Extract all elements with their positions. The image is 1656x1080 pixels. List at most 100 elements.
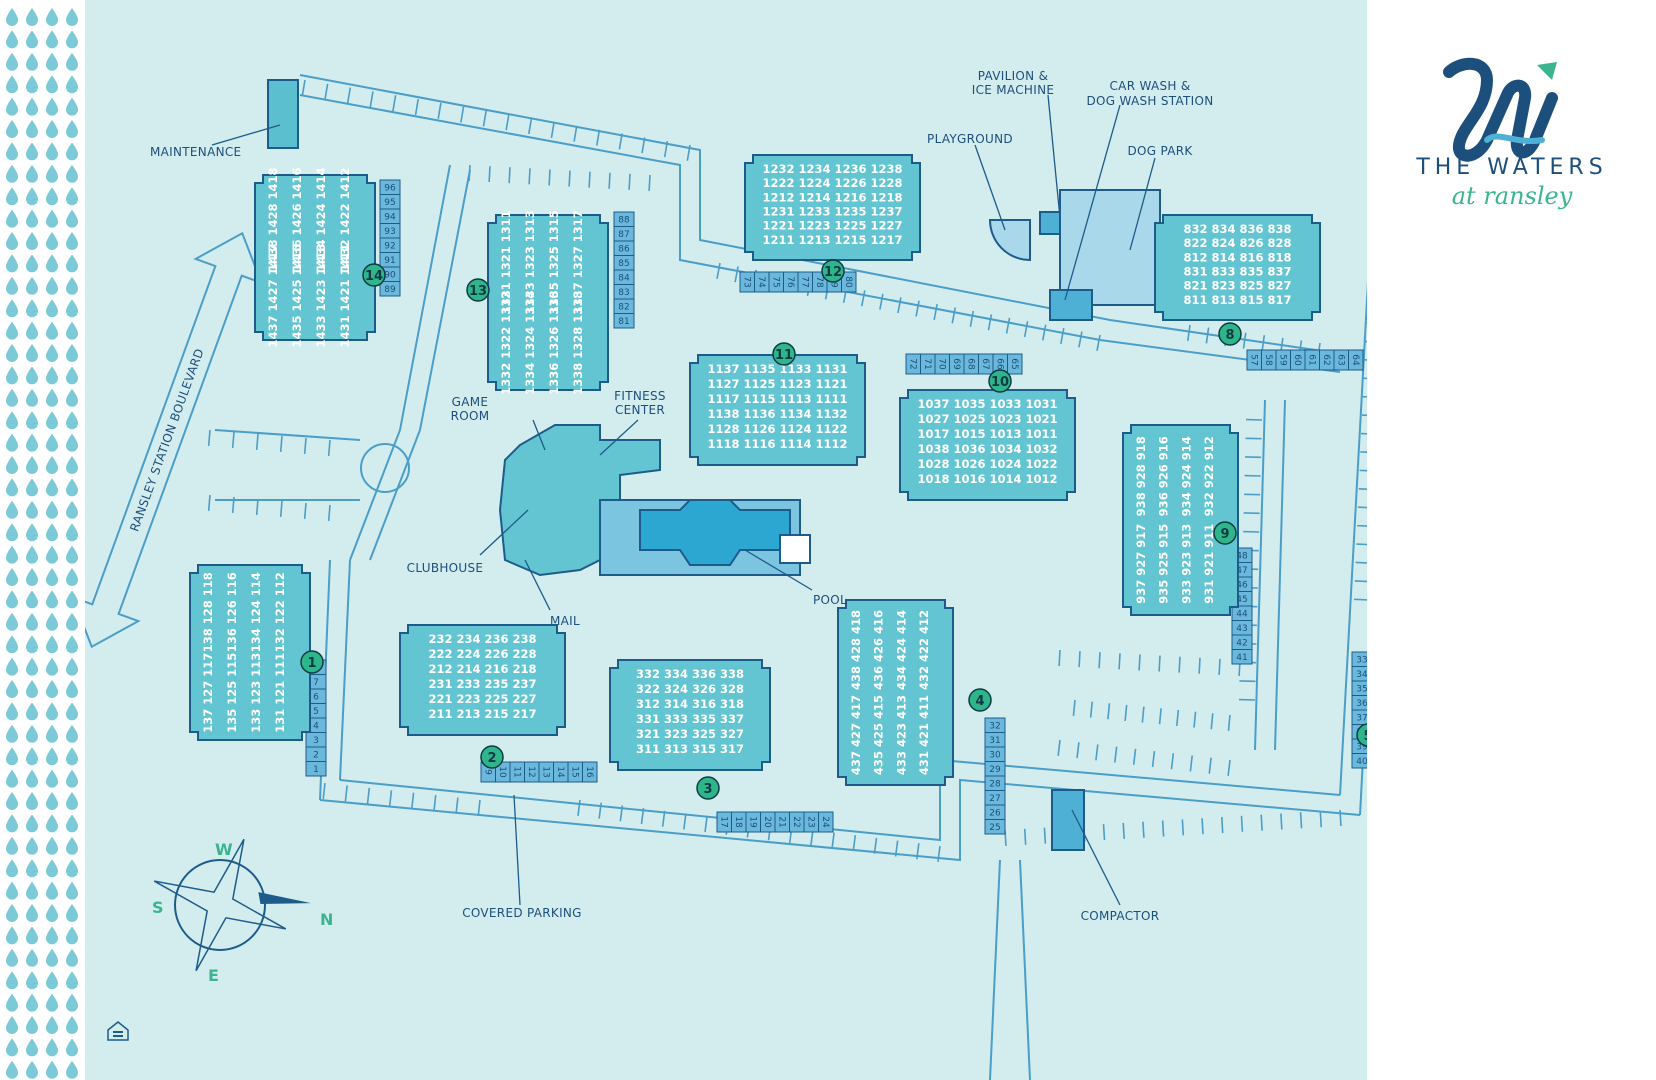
maintenance-building[interactable] (267, 79, 299, 149)
marker-1[interactable]: 1 (300, 650, 324, 674)
parking-stripe (1363, 377, 1367, 380)
parking-number: 22 (791, 816, 801, 827)
parking-space (582, 761, 598, 783)
unit-numbers: 137 127 117 (201, 653, 215, 733)
raindrop-icon (66, 948, 78, 967)
marker-13[interactable]: 13 (466, 278, 490, 302)
parking-number: 77 (799, 276, 809, 287)
raindrop-icon (46, 276, 58, 295)
raindrop-icon (6, 993, 18, 1012)
parking-stripe (852, 835, 857, 852)
marker-number: 11 (775, 348, 793, 363)
raindrop-icon (6, 120, 18, 138)
raindrop-icon (46, 635, 58, 654)
parking-number: 69 (951, 358, 961, 370)
raindrop-icon (6, 254, 18, 273)
parking-number: 47 (1236, 566, 1247, 576)
parking-number: 35 (1356, 684, 1367, 694)
parking-number: 91 (384, 256, 395, 266)
unit-numbers: 211 213 215 217 (428, 707, 536, 721)
parking-number: 2 (313, 750, 319, 760)
clubhouse-label: CLUBHOUSE (407, 561, 484, 575)
unit-numbers: 321 323 325 327 (636, 727, 744, 741)
parking-stripe (231, 496, 235, 514)
parking-stripe (1365, 322, 1367, 324)
raindrop-icon (26, 500, 38, 519)
compactor-shape[interactable] (1051, 789, 1085, 851)
parking-number: 67 (980, 358, 990, 369)
carwash-label-1: CAR WASH & (1110, 79, 1191, 93)
marker-circle (1218, 322, 1242, 346)
unit-numbers: 1127 1125 1123 1121 (707, 377, 847, 391)
fitness-label-1: FITNESS (614, 389, 666, 403)
marker-4[interactable]: 4 (968, 688, 992, 712)
parking-number: 27 (989, 794, 1000, 804)
raindrop-icon (46, 859, 58, 878)
raindrop-icon (26, 120, 38, 138)
marker-11[interactable]: 11 (772, 342, 796, 366)
marker-10[interactable]: 10 (988, 369, 1012, 393)
raindrop-icon (26, 388, 38, 407)
raindrop-icon (46, 232, 58, 250)
raindrop-icon (26, 724, 38, 743)
marker-2[interactable]: 2 (480, 745, 504, 769)
building-markers: 1234567891011121314 (300, 259, 1367, 800)
playground-shape[interactable] (988, 219, 1031, 262)
marker-8[interactable]: 8 (1218, 322, 1242, 346)
raindrop-icon (6, 814, 18, 833)
raindrop-icon (26, 680, 38, 698)
parking-number: 14 (555, 766, 565, 778)
parking-number: 81 (618, 317, 629, 327)
pool-cabana[interactable] (779, 534, 811, 564)
marker-5[interactable]: 5 (1356, 723, 1367, 747)
building-outline (1122, 424, 1239, 616)
dog-park-area[interactable] (1059, 189, 1161, 306)
raindrop-icon (6, 568, 18, 586)
raindrop-icon (66, 411, 78, 430)
parking-number: 89 (384, 285, 396, 295)
parking-stripe (1132, 748, 1137, 765)
parking-stripe (388, 790, 393, 807)
marker-3[interactable]: 3 (696, 776, 720, 800)
parking-stripe (1118, 653, 1121, 670)
car-wash-building[interactable] (1049, 289, 1093, 321)
raindrop-icon (66, 366, 78, 385)
unit-numbers: 1027 1025 1023 1021 (917, 412, 1057, 426)
parking-number: 44 (1236, 609, 1248, 619)
parking-space (1348, 349, 1364, 371)
marker-9[interactable]: 9 (1213, 521, 1237, 545)
raindrop-icon (46, 545, 58, 564)
raindrop-icon (26, 859, 38, 878)
parking-stripe (505, 114, 510, 131)
parking-stripe (1023, 828, 1027, 845)
raindrop-icon (46, 724, 58, 743)
unit-numbers: 1137 1135 1133 1131 (707, 362, 847, 376)
marker-12[interactable]: 12 (821, 259, 845, 283)
unit-numbers: 212 214 216 218 (428, 662, 536, 676)
unit-numbers: 131 121 111 (273, 653, 287, 733)
raindrop-icon (6, 500, 18, 519)
brand-logo-mark (1443, 57, 1558, 162)
unit-numbers: 232 234 236 238 (428, 632, 536, 646)
parking-stripe (1242, 332, 1247, 349)
north-drive-inner (299, 94, 1341, 373)
parking-stripe (468, 164, 471, 182)
brand-logo-area: THE WATERS at ransley (1415, 57, 1603, 210)
parking-stripe (894, 840, 899, 857)
parking-stripe (433, 795, 437, 812)
marker-14[interactable]: 14 (362, 263, 386, 287)
